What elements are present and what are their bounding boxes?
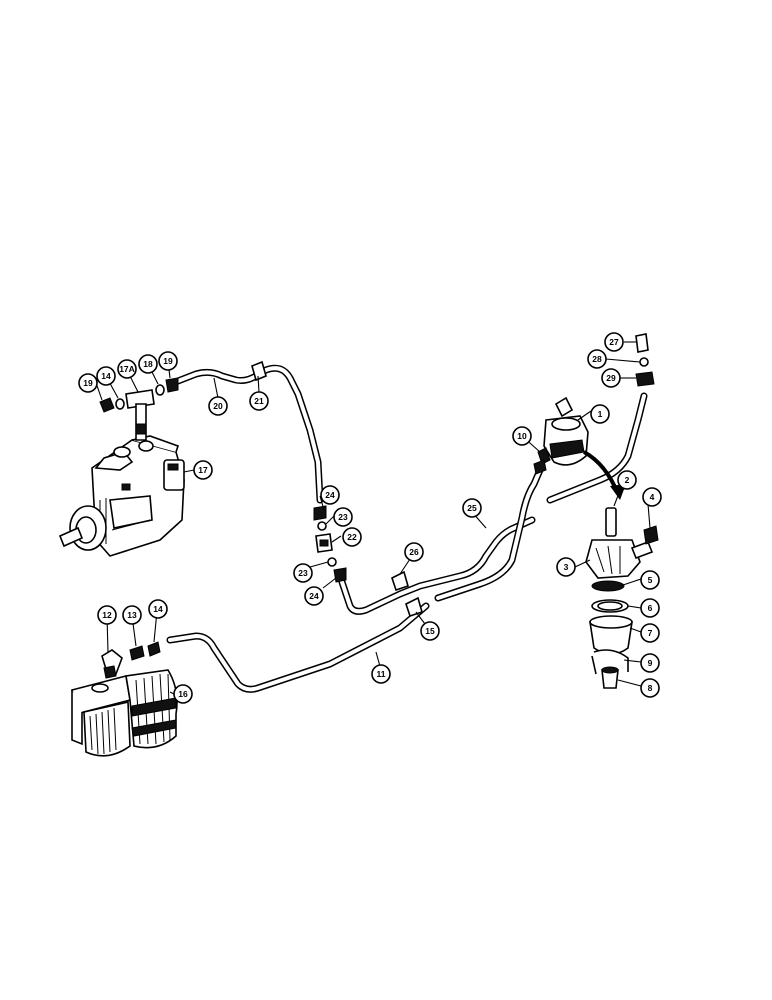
svg-text:21: 21 <box>254 396 264 406</box>
callout-22: 22 <box>342 527 362 547</box>
fuel-line-upper-right <box>546 392 648 504</box>
callout-17a: 17A <box>117 359 137 379</box>
clip-21 <box>251 360 267 382</box>
fitting-17a <box>125 389 155 441</box>
fittings-27-29 <box>635 333 655 387</box>
callout-9: 9 <box>640 653 660 673</box>
fuel-line-25 <box>434 466 544 602</box>
svg-text:2: 2 <box>625 475 630 485</box>
svg-text:13: 13 <box>127 610 137 620</box>
clip-15 <box>405 596 423 618</box>
callout-13: 13 <box>122 605 142 625</box>
svg-text:15: 15 <box>425 626 435 636</box>
svg-text:17: 17 <box>198 465 208 475</box>
callout-14-lower: 14 <box>148 599 168 619</box>
clip-26 <box>391 570 409 592</box>
fuel-filter-assembly <box>71 669 178 757</box>
callout-25: 25 <box>462 498 482 518</box>
svg-text:26: 26 <box>409 547 419 557</box>
callout-26: 26 <box>404 542 424 562</box>
callout-3: 3 <box>556 557 576 577</box>
svg-text:27: 27 <box>609 337 619 347</box>
svg-text:28: 28 <box>592 354 602 364</box>
svg-text:19: 19 <box>83 378 93 388</box>
svg-text:10: 10 <box>517 431 527 441</box>
elbow-fitting-12 <box>101 649 123 679</box>
nut-19-left <box>99 397 115 413</box>
fuel-line-11 <box>166 602 430 693</box>
svg-text:16: 16 <box>178 689 188 699</box>
svg-text:5: 5 <box>648 575 653 585</box>
callout-7: 7 <box>640 623 660 643</box>
svg-text:23: 23 <box>298 568 308 578</box>
svg-text:24: 24 <box>325 490 335 500</box>
callout-19-top: 19 <box>158 351 178 371</box>
callout-24-bottom: 24 <box>304 586 324 606</box>
callout-19-left: 19 <box>78 373 98 393</box>
washer-18-top <box>155 384 165 396</box>
svg-text:22: 22 <box>347 532 357 542</box>
svg-text:9: 9 <box>648 658 653 668</box>
svg-text:17A: 17A <box>119 364 135 374</box>
callout-27: 27 <box>604 332 624 352</box>
callout-8: 8 <box>640 678 660 698</box>
washer-14-left <box>115 398 125 410</box>
callout-4: 4 <box>642 487 662 507</box>
svg-text:19: 19 <box>163 356 173 366</box>
svg-text:25: 25 <box>467 503 477 513</box>
callout-12: 12 <box>97 605 117 625</box>
callout-labels: 1 2 3 4 5 6 7 8 9 10 11 12 13 14 14 15 1… <box>78 332 662 704</box>
callout-24-top: 24 <box>320 485 340 505</box>
callout-2: 2 <box>617 470 637 490</box>
callout-5: 5 <box>640 570 660 590</box>
callout-17: 17 <box>193 460 213 480</box>
svg-text:11: 11 <box>377 669 386 679</box>
callout-23-left: 23 <box>293 563 313 583</box>
callout-15: 15 <box>420 621 440 641</box>
svg-text:20: 20 <box>213 401 223 411</box>
svg-text:7: 7 <box>648 628 653 638</box>
callout-10: 10 <box>512 426 532 446</box>
callout-18: 18 <box>138 354 158 374</box>
fuel-line-20 <box>174 364 324 504</box>
callout-23-right: 23 <box>333 507 353 527</box>
callout-6: 6 <box>640 598 660 618</box>
fitting-stack-22-24 <box>313 505 347 583</box>
fitting-10-line <box>533 459 547 475</box>
callout-16: 16 <box>173 684 193 704</box>
callout-29: 29 <box>601 368 621 388</box>
sediment-bowl-assembly <box>537 396 589 466</box>
svg-text:1: 1 <box>598 409 603 419</box>
callout-20: 20 <box>208 396 228 416</box>
svg-text:14: 14 <box>153 604 163 614</box>
fitting-13 <box>129 645 145 661</box>
svg-text:6: 6 <box>648 603 653 613</box>
svg-text:18: 18 <box>143 359 153 369</box>
nut-19-top <box>165 377 179 393</box>
svg-text:3: 3 <box>564 562 569 572</box>
svg-text:29: 29 <box>606 373 616 383</box>
svg-text:12: 12 <box>102 610 112 620</box>
callout-28: 28 <box>587 349 607 369</box>
callout-21: 21 <box>249 391 269 411</box>
exploded-bowl-parts <box>585 507 659 689</box>
fitting-14-lower <box>147 641 161 657</box>
callout-11: 11 <box>371 664 391 684</box>
injection-pump <box>58 435 185 557</box>
svg-text:4: 4 <box>650 492 655 502</box>
callout-14-top: 14 <box>96 366 116 386</box>
fuel-line-bottom <box>338 516 536 615</box>
svg-text:8: 8 <box>648 683 653 693</box>
svg-text:23: 23 <box>338 512 348 522</box>
svg-text:24: 24 <box>309 591 319 601</box>
callout-1: 1 <box>590 404 610 424</box>
svg-text:14: 14 <box>101 371 111 381</box>
